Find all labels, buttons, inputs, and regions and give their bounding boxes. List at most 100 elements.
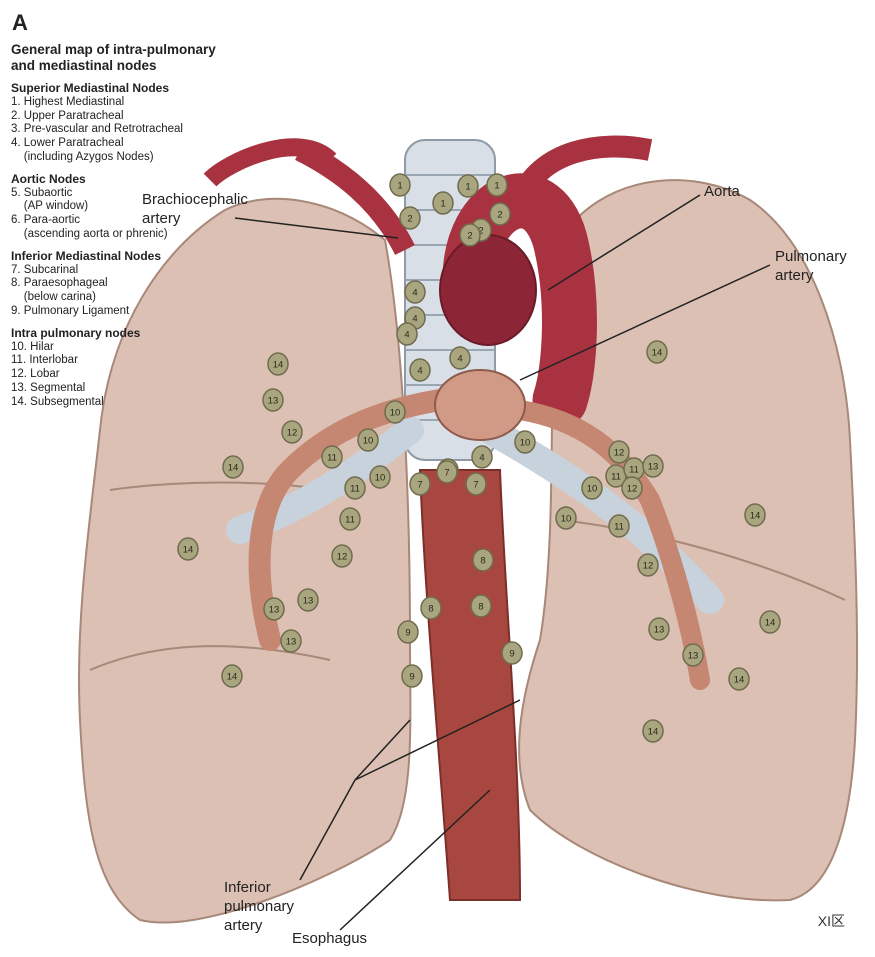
legend-item: 10. Hilar — [11, 340, 54, 353]
lymph-node: 2 — [399, 206, 421, 230]
lymph-node-label: 11 — [629, 465, 639, 476]
lymph-node: 12 — [637, 553, 659, 577]
lymph-node-marker — [222, 455, 244, 479]
lymph-node: 4 — [404, 280, 426, 304]
lymph-node-marker — [436, 460, 458, 484]
right-lung-shape — [518, 179, 859, 902]
carotid — [203, 138, 337, 187]
lymph-node: 9 — [397, 620, 419, 644]
lymph-node-label: 7 — [417, 480, 422, 491]
lymph-node: 7 — [465, 472, 487, 496]
lymph-node-label: 9 — [409, 672, 414, 683]
lymph-node-marker — [221, 664, 243, 688]
lymph-node: 14 — [222, 455, 244, 479]
lymph-node-marker — [459, 223, 481, 247]
lymph-node: 1 — [432, 191, 454, 215]
lymph-node: 7 — [409, 472, 431, 496]
lymph-node: 4 — [449, 346, 471, 370]
lymph-node-marker — [486, 173, 508, 197]
lymph-node-marker — [399, 206, 421, 230]
lymph-node-label: 10 — [587, 484, 598, 495]
legend-heading: Superior Mediastinal Nodes — [11, 81, 170, 95]
lymph-node-label: 2 — [407, 214, 412, 225]
lymph-node: 14 — [177, 537, 199, 561]
legend-item: 8. Paraesophageal — [11, 277, 108, 290]
legend-item: 9. Pulmonary Ligament — [11, 304, 130, 317]
lymph-node: 8 — [472, 548, 494, 572]
lymph-node: 14 — [744, 503, 766, 527]
lymph-node-marker — [369, 465, 391, 489]
lymph-node: 13 — [263, 597, 285, 621]
lymph-node-marker — [396, 322, 418, 346]
lymph-node-marker — [409, 472, 431, 496]
lymph-node: 13 — [280, 629, 302, 653]
legend-heading: Intra pulmonary nodes — [11, 325, 141, 340]
lymph-node-marker — [514, 430, 536, 454]
legend-item: 11. Interlobar — [11, 354, 78, 367]
lymph-node-marker — [608, 514, 630, 538]
lymph-node: 10 — [581, 476, 603, 500]
lymph-node: 14 — [759, 610, 781, 634]
lymph-node-marker — [470, 594, 492, 618]
legend-item: (AP window) — [11, 200, 89, 213]
lymph-node: 14 — [646, 340, 668, 364]
lymph-node: 10 — [357, 428, 379, 452]
legend-item: 13. Segmental — [11, 381, 86, 394]
lymph-node-label: 13 — [688, 651, 699, 662]
lymph-node-label: 14 — [765, 618, 776, 629]
legend-item: 5. Subaortic — [11, 186, 73, 199]
lymph-node-marker — [648, 617, 670, 641]
legend-item: (below carina) — [11, 291, 97, 304]
lymph-node-marker — [642, 454, 664, 478]
lymph-node: 10 — [384, 400, 406, 424]
lymph-node: 2 — [489, 202, 511, 226]
lymph-node: 12 — [281, 420, 303, 444]
lymph-node-label: 13 — [268, 396, 279, 407]
lymph-node: 10 — [555, 506, 577, 530]
lymph-node-label: 10 — [561, 514, 572, 525]
legend-item: 12. Lobar — [11, 368, 60, 381]
lymph-node-label: 10 — [363, 436, 374, 447]
lymph-node-marker — [384, 400, 406, 424]
lymph-node-label: 14 — [750, 511, 761, 522]
legend-section-intrapulmonary: Intra pulmonary nodes 10. Hilar 11. Inte… — [11, 325, 241, 410]
lymph-node-marker — [409, 358, 431, 382]
lymph-node: 10 — [369, 465, 391, 489]
lymph-node-label: 14 — [273, 360, 284, 371]
lymph-node-label: 13 — [269, 605, 280, 616]
legend-section-aortic: Aortic Nodes 5. Subaortic (AP window) 6.… — [11, 172, 241, 242]
lymph-node: 13 — [682, 643, 704, 667]
legend-item: (including Azygos Nodes) — [11, 150, 154, 163]
lymph-node-label: 14 — [652, 348, 663, 359]
pulmonary-trunk-lumen — [434, 369, 526, 441]
lymph-node-marker — [759, 610, 781, 634]
legend-item: 2. Upper Paratracheal — [11, 109, 124, 122]
lymph-node-marker — [297, 588, 319, 612]
lymph-node-label: 10 — [520, 438, 531, 449]
left-lung-fissure-lower — [89, 645, 331, 671]
lymph-node-label: 13 — [303, 596, 314, 607]
lymph-node-marker — [646, 340, 668, 364]
lymph-node-marker — [501, 641, 523, 665]
lymph-node-label: 4 — [417, 366, 422, 377]
label-inferior-pulmonary-artery: Inferior pulmonary artery — [224, 879, 295, 934]
lymph-node-label: 12 — [614, 448, 625, 459]
lymph-node: 11 — [344, 476, 366, 500]
lymph-node: 14 — [728, 667, 750, 691]
lymph-node-marker — [465, 472, 487, 496]
lymph-node-label: 1 — [465, 182, 470, 193]
callout-line-pulmonary-artery — [519, 264, 771, 381]
callout-line-aorta — [547, 194, 701, 291]
lymph-node-label: 9 — [509, 649, 514, 660]
lymph-node: 8 — [420, 596, 442, 620]
legend-item: 6. Para-aortic — [11, 214, 81, 227]
label-pulmonary-artery: Pulmonary artery — [775, 248, 847, 284]
lymph-node-marker — [449, 346, 471, 370]
legend-item: 14. Subsegmental — [11, 395, 104, 408]
lymph-node-label: 14 — [228, 463, 239, 474]
lymph-node-label: 8 — [480, 556, 485, 567]
lymph-node-marker — [262, 388, 284, 412]
lymph-node-label: 7 — [473, 480, 478, 491]
lymph-node-label: 1 — [397, 181, 402, 192]
legend-item: 4. Lower Paratracheal — [11, 137, 124, 150]
